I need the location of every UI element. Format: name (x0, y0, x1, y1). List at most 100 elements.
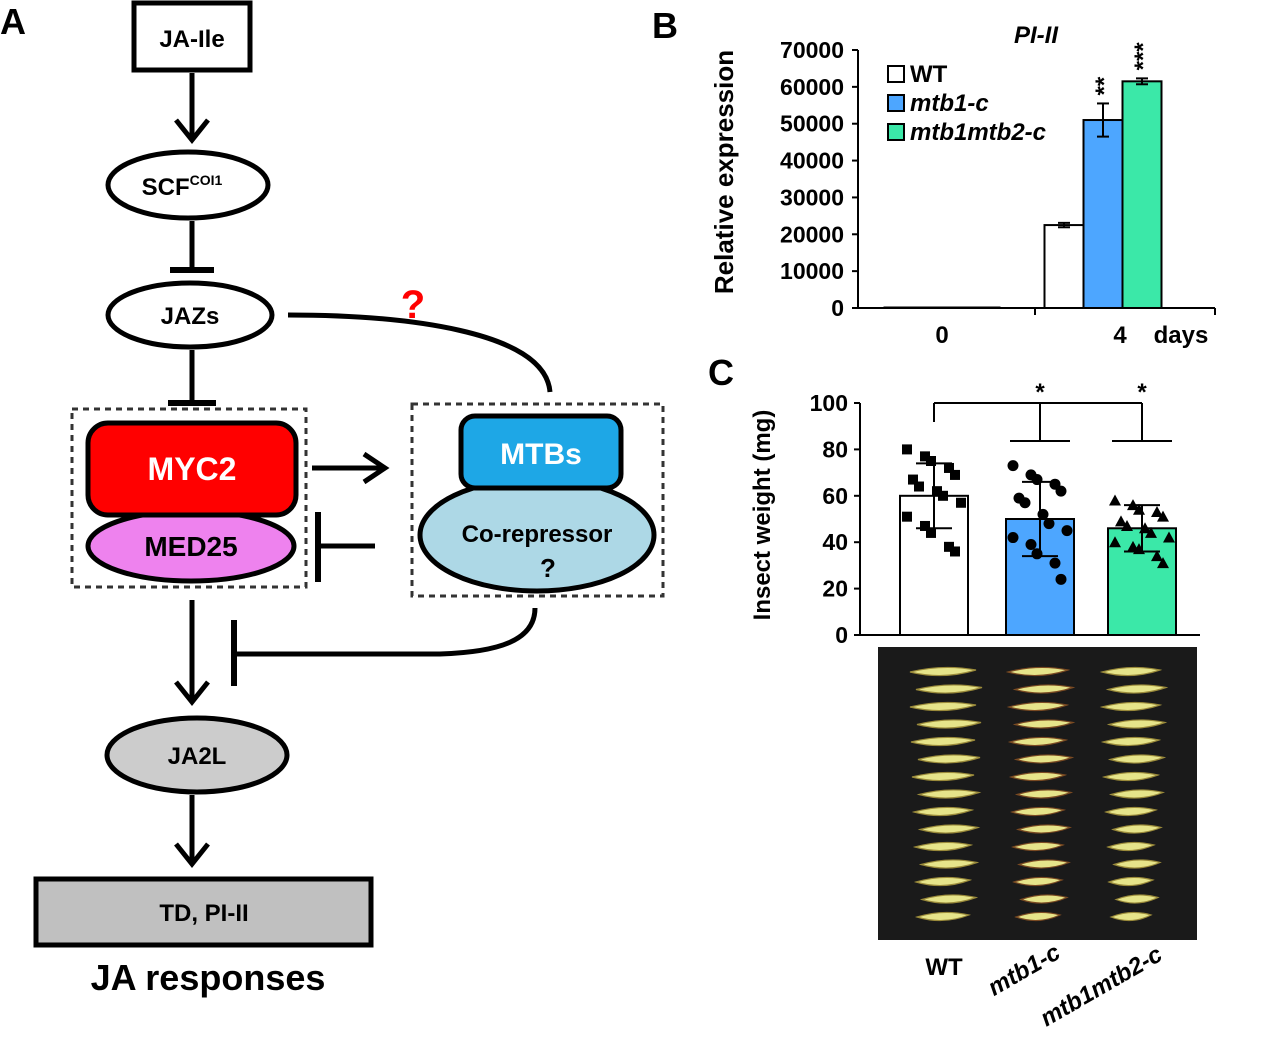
chart-b-title: PI-II (1014, 22, 1059, 49)
larva (1005, 666, 1071, 677)
larva (1007, 736, 1069, 747)
chart-b-bar (1043, 224, 1085, 309)
jazs-label: JAZs (161, 303, 220, 330)
chart-c-point (926, 456, 936, 466)
larva (1106, 841, 1156, 852)
chart-c-point (938, 490, 948, 501)
chart-c-category-label: mtb1-c (983, 939, 1065, 1002)
targets-label: TD, PI-II (159, 900, 248, 927)
med25-label: MED25 (144, 531, 237, 562)
jazs-node (105, 280, 275, 350)
chart-c-point (1061, 525, 1073, 537)
inhibit-corepressor-ja2l (231, 607, 538, 686)
larva (1017, 859, 1071, 869)
larva (1019, 894, 1069, 904)
chart-c-ytick-label: 80 (822, 436, 848, 462)
arrow-myc2-mtbs (312, 451, 390, 485)
larva (1101, 771, 1161, 782)
ja-ile-label: JA-Ile (159, 26, 224, 53)
chart-c-point (1019, 497, 1031, 509)
chart-c-point (1133, 503, 1145, 515)
chart-c-point (902, 511, 912, 522)
chart-c-category-label: WT (925, 954, 963, 981)
larva (1008, 771, 1068, 782)
larva (919, 894, 979, 904)
chart-c-point (1007, 532, 1019, 544)
larva (914, 911, 972, 922)
chart-c-point (1121, 519, 1133, 531)
larva (1104, 806, 1158, 817)
chart-c-point (920, 520, 930, 531)
panel-c-label: C (708, 352, 734, 393)
chart-c-point (956, 497, 966, 508)
larva (1100, 736, 1162, 747)
ja2l-label: JA2L (168, 743, 227, 770)
arrow-ja2l-targets (174, 795, 210, 869)
chart-b-ytick-label: 0 (831, 295, 844, 321)
chart-b-ytick-label: 70000 (780, 37, 844, 63)
chart-c-significance: * (1137, 379, 1147, 406)
larva (1099, 666, 1163, 677)
myc2-med25-complex-box (70, 407, 308, 589)
larva (913, 876, 973, 887)
panel-b: B PI-II Relative expression 010000200003… (652, 5, 1216, 349)
larva (1013, 754, 1075, 764)
chart-c-point (950, 546, 960, 557)
chart-c-point (926, 527, 936, 538)
larva (909, 666, 977, 677)
myc2-label: MYC2 (148, 451, 237, 487)
larva (910, 736, 976, 747)
larva (916, 789, 982, 799)
corepressor-question: ? (540, 553, 556, 583)
larva (1112, 859, 1162, 869)
chart-c-point (1157, 557, 1169, 569)
scf-label: SCFCOI1 (142, 172, 223, 201)
chart-b-ytick-label: 10000 (780, 258, 844, 284)
mtbs-label: MTBs (500, 438, 582, 471)
chart-b-legend-swatch (887, 65, 905, 83)
larva (1012, 719, 1076, 729)
chart-c-point (1055, 485, 1067, 497)
chart-b-legend-label: mtb1-c (910, 90, 989, 117)
chart-c-point (944, 541, 954, 552)
chart-c-point (1163, 531, 1175, 543)
larva (918, 859, 980, 869)
jazs-mtbs-curve (287, 312, 553, 393)
chart-c-point (1049, 557, 1061, 569)
chart-c-point (1127, 499, 1139, 511)
chart-c-point (902, 444, 912, 455)
myc2-node (85, 420, 299, 518)
larva (1006, 701, 1070, 712)
larva (1109, 911, 1153, 922)
chart-b-ytick-label: 50000 (780, 111, 844, 137)
larva (917, 754, 981, 764)
larva (1106, 719, 1168, 729)
question-mark-red: ? (401, 283, 425, 327)
panel-a-label: A (0, 1, 26, 42)
larva (1012, 684, 1076, 694)
larva (1108, 789, 1166, 799)
panel-a: A JA-Ile SCFCOI1 JAZs ? MED25 (0, 0, 665, 998)
larva (1114, 894, 1160, 904)
chart-c-point (1151, 550, 1163, 562)
chart-c-point (1037, 508, 1049, 520)
larva (915, 684, 983, 694)
chart-b-ytick-label: 60000 (780, 74, 844, 100)
chart-b-legend-label: mtb1mtb2-c (910, 119, 1046, 146)
chart-c-ytick-label: 40 (822, 529, 848, 555)
panel-b-label: B (652, 5, 678, 46)
chart-c-point (1007, 460, 1019, 472)
chart-c-ytick-label: 100 (810, 390, 848, 416)
mtbs-node (458, 413, 624, 491)
chart-c-point (1055, 573, 1067, 585)
inhibit-corepressor-med25 (315, 512, 375, 582)
larvae-photo (878, 647, 1197, 940)
chart-b-legend-label: WT (910, 61, 948, 88)
chart-b-significance: ** (1091, 76, 1118, 95)
larva (1009, 806, 1067, 817)
arrow-jaile-scf (174, 73, 210, 145)
